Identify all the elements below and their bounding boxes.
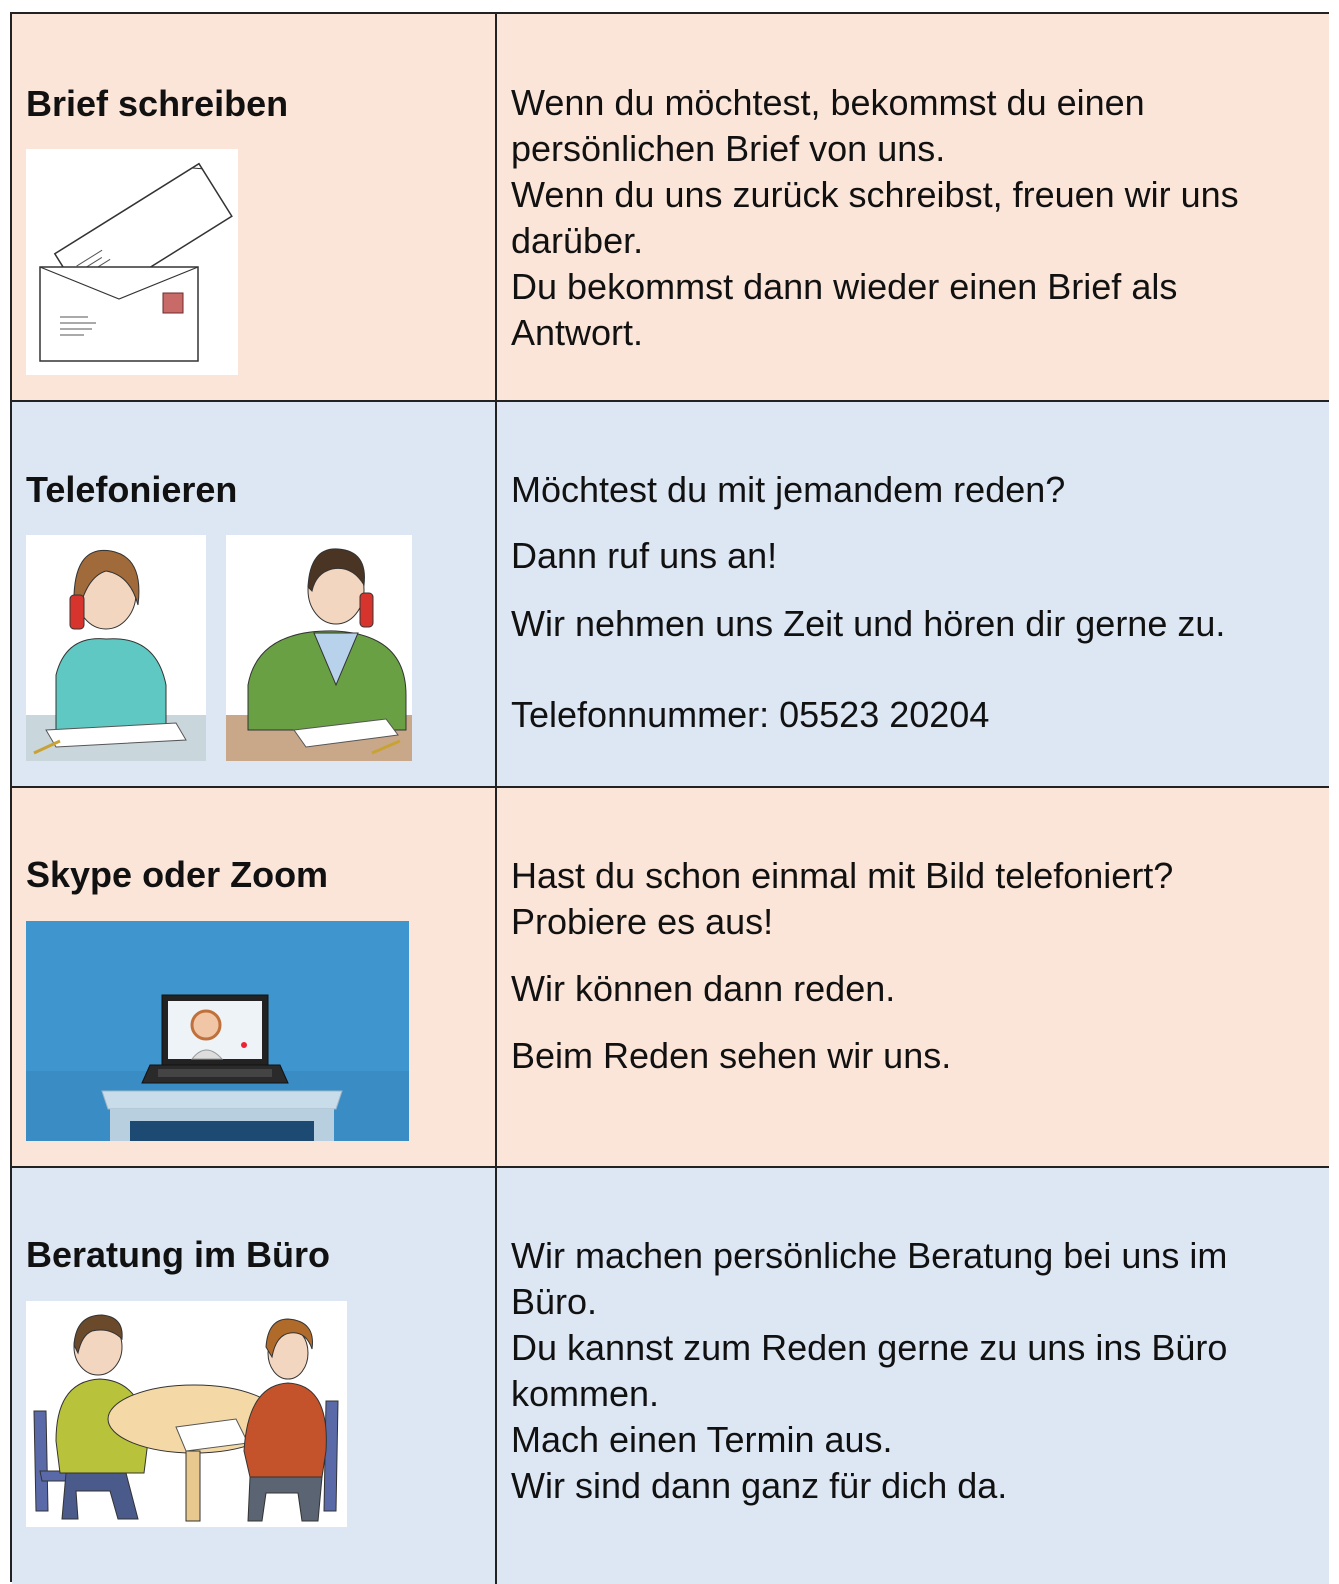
options-table: Brief schreiben [10, 12, 1329, 1584]
heading-phone: Telefonieren [26, 469, 238, 510]
text-line: Dann ruf uns an! [511, 535, 778, 576]
text-line: Wir nehmen uns Zeit und hören dir gerne … [511, 603, 1226, 644]
row-office-text: Wir machen persönliche Beratung bei uns … [497, 1168, 1329, 1584]
row-video-text: Hast du schon einmal mit Bild telefonier… [497, 788, 1329, 1166]
text-line: Du kannst zum Reden gerne zu uns ins Bür… [511, 1327, 1228, 1368]
phone-number: Telefonnummer: 05523 20204 [511, 694, 990, 735]
laptop-video-call-photo [26, 921, 409, 1141]
row-video-left-cell: Skype oder Zoom [12, 788, 497, 1166]
people-on-phone-illustration [26, 535, 412, 761]
letter-envelope-illustration [26, 149, 238, 375]
text-line: Du bekommst dann wieder einen Brief als [511, 266, 1178, 307]
text-line: Wir sind dann ganz für dich da. [511, 1465, 1008, 1506]
heading-video: Skype oder Zoom [26, 854, 329, 895]
row-office-left-cell: Beratung im Büro [12, 1168, 497, 1584]
text-line: Hast du schon einmal mit Bild telefonier… [511, 855, 1174, 896]
heading-office: Beratung im Büro [26, 1234, 331, 1275]
row-phone-text: Möchtest du mit jemandem reden? Dann ruf… [497, 402, 1329, 786]
text-line: Beim Reden sehen wir uns. [511, 1035, 952, 1076]
row-video: Skype oder Zoom [12, 788, 1329, 1168]
text-line: darüber. [511, 220, 644, 261]
text-line: Wir machen persönliche Beratung bei uns … [511, 1235, 1228, 1276]
text-line: Büro. [511, 1281, 598, 1322]
text-line: Wenn du uns zurück schreibst, freuen wir… [511, 174, 1239, 215]
row-phone: Telefonieren [12, 402, 1329, 788]
text-line: Wir können dann reden. [511, 968, 896, 1009]
row-letter: Brief schreiben [12, 14, 1329, 402]
text-line: Wenn du möchtest, bekommst du einen [511, 82, 1145, 123]
row-letter-left-cell: Brief schreiben [12, 14, 497, 400]
text-line: Mach einen Termin aus. [511, 1419, 893, 1460]
row-office: Beratung im Büro [12, 1168, 1329, 1584]
row-phone-left-cell: Telefonieren [12, 402, 497, 786]
row-letter-text: Wenn du möchtest, bekommst du einen pers… [497, 14, 1329, 400]
text-line: persönlichen Brief von uns. [511, 128, 946, 169]
heading-letter: Brief schreiben [26, 83, 289, 124]
text-line: Möchtest du mit jemandem reden? [511, 469, 1066, 510]
office-consultation-illustration [26, 1301, 347, 1527]
text-line: Antwort. [511, 312, 644, 353]
text-line: Probiere es aus! [511, 901, 774, 942]
text-line: kommen. [511, 1373, 660, 1414]
